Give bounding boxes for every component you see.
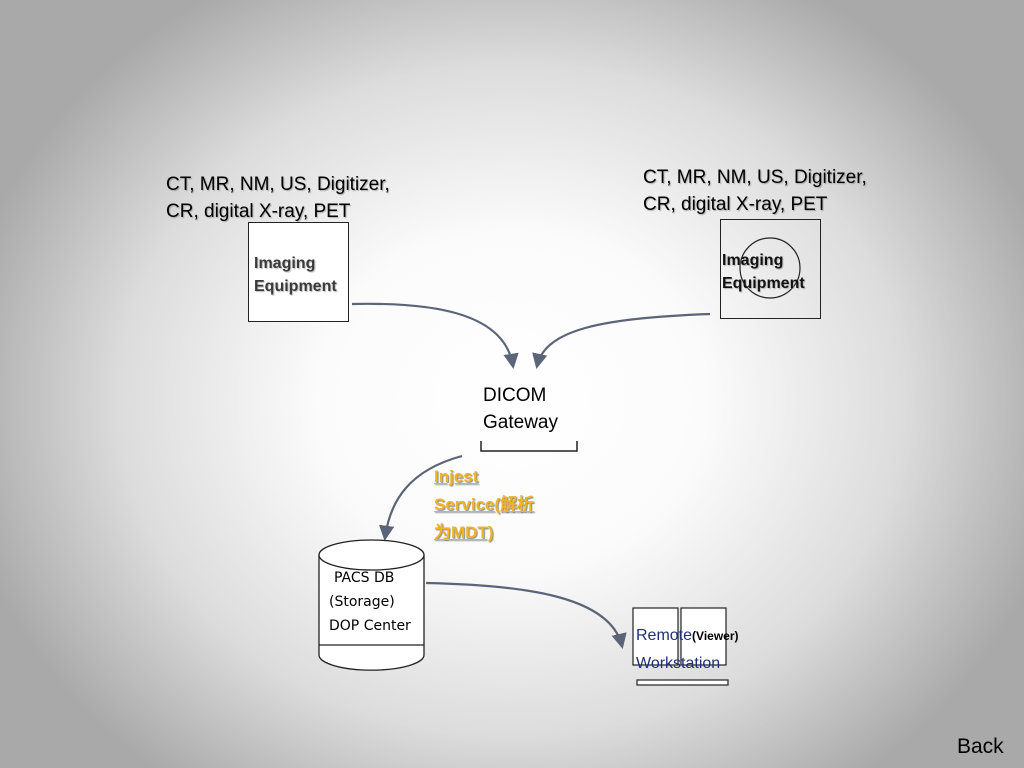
- pacs-line: PACS DB: [334, 570, 395, 586]
- equipment-label-line: Imaging: [254, 255, 316, 272]
- pacs-db-label: PACS DB (Storage) DOP Center: [329, 566, 411, 638]
- equipment-label-line: Equipment: [722, 275, 805, 292]
- gateway-line: Gateway: [483, 412, 558, 433]
- modality-line: CT, MR, NM, US, Digitizer,: [166, 174, 390, 195]
- modality-list-right: CT, MR, NM, US, Digitizer, CR, digital X…: [643, 164, 867, 218]
- remote-line-1: Remote(Viewer): [636, 622, 739, 650]
- arrow-right-equipment-to-gateway: [532, 312, 711, 370]
- viewer-text: (Viewer): [692, 629, 739, 643]
- modality-line: CR, digital X-ray, PET: [166, 201, 351, 222]
- imaging-equipment-label-right: Imaging Equipment: [722, 249, 805, 295]
- arrow-pacs-to-remote: [425, 581, 627, 649]
- ingest-line: Service(解析: [434, 495, 535, 514]
- imaging-equipment-label-left: Imaging Equipment: [254, 252, 337, 298]
- arrow-left-equipment-to-gateway: [351, 302, 519, 370]
- ingest-line: 为MDT): [434, 523, 494, 542]
- imaging-equipment-box-left: [248, 222, 349, 322]
- pacs-database-cylinder: [318, 539, 425, 671]
- arrow-ingest-to-pacs: [378, 454, 463, 542]
- imaging-equipment-box-right: [720, 219, 821, 319]
- remote-text: Remote: [636, 627, 693, 644]
- modality-line: CT, MR, NM, US, Digitizer,: [643, 167, 867, 188]
- equipment-circle-icon: [739, 237, 801, 299]
- dicom-gateway-label: DICOM Gateway: [483, 382, 558, 436]
- ingest-line: Injest: [434, 467, 479, 486]
- back-link[interactable]: Back: [957, 735, 1004, 758]
- workstation-text: Workstation: [636, 655, 721, 672]
- remote-workstation-label: Remote(Viewer) Workstation: [636, 622, 739, 678]
- modality-line: CR, digital X-ray, PET: [643, 194, 828, 215]
- equipment-label-line: Imaging: [722, 252, 784, 269]
- gateway-line: DICOM: [483, 385, 547, 406]
- gateway-bracket: [480, 441, 578, 452]
- ingest-service-link[interactable]: Injest Service(解析 为MDT): [434, 463, 534, 547]
- equipment-label-line: Equipment: [254, 278, 337, 295]
- workstation-monitors: [632, 607, 729, 686]
- pacs-line: DOP Center: [329, 618, 411, 634]
- modality-list-left: CT, MR, NM, US, Digitizer, CR, digital X…: [166, 171, 390, 225]
- pacs-line: (Storage): [329, 594, 395, 610]
